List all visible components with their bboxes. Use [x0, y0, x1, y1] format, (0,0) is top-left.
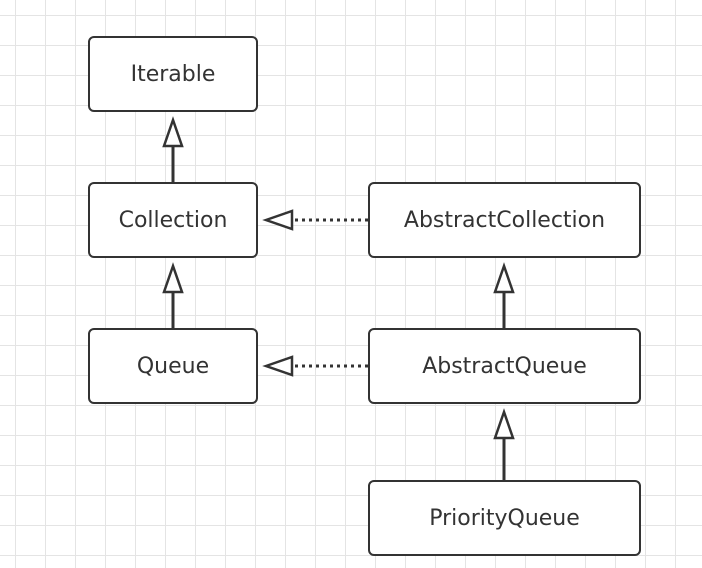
edge-priorityqueue-to-abstractqueue — [493, 408, 515, 480]
hollow-triangle-arrowhead-icon — [493, 408, 515, 440]
node-priority-queue[interactable]: PriorityQueue — [368, 480, 641, 556]
node-label-iterable: Iterable — [130, 61, 216, 87]
node-label-abstract-collection: AbstractCollection — [403, 207, 606, 233]
node-iterable[interactable]: Iterable — [88, 36, 258, 112]
node-label-priority-queue: PriorityQueue — [429, 505, 580, 531]
hollow-triangle-arrowhead-icon — [262, 355, 294, 377]
node-label-collection: Collection — [118, 207, 228, 233]
node-abstract-queue[interactable]: AbstractQueue — [368, 328, 641, 404]
hollow-triangle-arrowhead-icon — [262, 209, 294, 231]
edge-abstractqueue-to-abstractcollection — [493, 262, 515, 328]
hollow-triangle-arrowhead-icon — [162, 262, 184, 294]
hollow-triangle-arrowhead-icon — [162, 116, 184, 148]
node-collection[interactable]: Collection — [88, 182, 258, 258]
edge-queue-to-collection — [162, 262, 184, 328]
hollow-triangle-arrowhead-icon — [493, 262, 515, 294]
edge-abstractqueue-to-queue — [262, 355, 368, 377]
node-queue[interactable]: Queue — [88, 328, 258, 404]
node-abstract-collection[interactable]: AbstractCollection — [368, 182, 641, 258]
node-label-queue: Queue — [136, 353, 210, 379]
node-label-abstract-queue: AbstractQueue — [422, 353, 587, 379]
edge-abstractcollection-to-collection — [262, 209, 368, 231]
edge-collection-to-iterable — [162, 116, 184, 182]
